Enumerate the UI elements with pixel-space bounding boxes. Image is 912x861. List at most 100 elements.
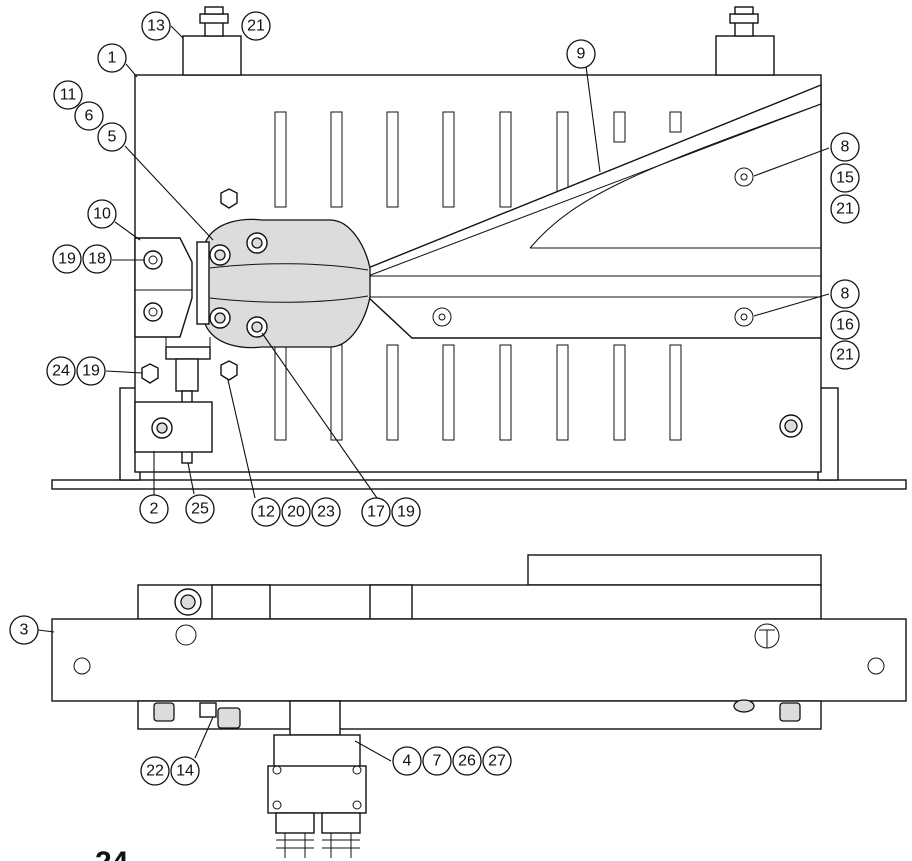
mounting-rail	[51, 618, 907, 702]
waveguide-clamp	[196, 218, 371, 370]
horn-antenna	[367, 83, 822, 339]
clamp-screw-icon	[209, 244, 231, 266]
callout-24: 24	[46, 356, 76, 386]
callout-1: 1	[97, 43, 127, 73]
clamp-screw-icon	[246, 316, 268, 338]
callout-14: 14	[170, 756, 200, 786]
svg-text:3: 3	[20, 622, 29, 639]
svg-text:23: 23	[317, 504, 335, 521]
nut-icon	[779, 414, 803, 438]
top-view	[51, 6, 907, 490]
svg-text:10: 10	[93, 206, 111, 223]
callout-25: 25	[185, 494, 215, 524]
top-connector-left	[182, 6, 242, 76]
svg-text:19: 19	[82, 363, 100, 380]
svg-text:19: 19	[397, 504, 415, 521]
svg-text:12: 12	[257, 504, 275, 521]
callout-8-upper: 8	[830, 132, 860, 162]
leader-lines	[37, 25, 830, 762]
mounting-hole	[175, 624, 197, 646]
clamp-screw-icon	[209, 307, 231, 329]
side-block	[134, 237, 193, 338]
side-nut-icon	[174, 588, 202, 616]
svg-text:1: 1	[108, 50, 117, 67]
callout-21-upper-right: 21	[830, 194, 860, 224]
callout-17: 17	[361, 497, 391, 527]
callout-12: 12	[251, 497, 281, 527]
svg-text:2: 2	[150, 501, 159, 518]
callout-10: 10	[87, 199, 117, 229]
callout-20: 20	[281, 497, 311, 527]
svg-text:14: 14	[176, 763, 194, 780]
callout-21-top: 21	[241, 11, 271, 41]
callout-19-left: 19	[52, 244, 82, 274]
callout-2: 2	[139, 494, 169, 524]
callout-21-lower-right: 21	[830, 340, 860, 370]
hex-nut-icon	[141, 363, 159, 384]
svg-text:25: 25	[191, 501, 209, 518]
svg-text:22: 22	[146, 763, 164, 780]
callout-4: 4	[392, 746, 422, 776]
svg-text:9: 9	[577, 46, 586, 63]
top-connector-right	[715, 6, 775, 76]
svg-text:13: 13	[147, 18, 165, 35]
callout-19-right: 19	[391, 497, 421, 527]
callout-19-mid: 19	[76, 356, 106, 386]
base-plate	[51, 479, 907, 490]
svg-text:16: 16	[836, 317, 854, 334]
svg-text:11: 11	[60, 87, 77, 104]
callout-8-lower: 8	[830, 279, 860, 309]
callout-16: 16	[830, 310, 860, 340]
svg-text:8: 8	[841, 286, 850, 303]
callout-18: 18	[82, 244, 112, 274]
svg-text:8: 8	[841, 139, 850, 156]
svg-text:19: 19	[58, 251, 76, 268]
callouts: 13 21 1 11 6 5 9 8 15 21 10 19 18 8 16 2…	[9, 11, 860, 786]
bottom-nut-icon	[733, 699, 755, 713]
lower-clamp-block	[134, 401, 213, 453]
bottom-connector	[267, 700, 367, 858]
svg-text:21: 21	[836, 201, 854, 218]
bottom-view: 24	[51, 554, 907, 861]
svg-text:26: 26	[458, 753, 476, 770]
callout-9: 9	[566, 39, 596, 69]
callout-11: 11	[53, 80, 83, 110]
hex-nut-icon	[220, 360, 238, 381]
svg-text:17: 17	[367, 504, 385, 521]
hex-nut-icon	[220, 188, 238, 209]
callout-5: 5	[97, 122, 127, 152]
svg-text:21: 21	[836, 347, 854, 364]
callout-13: 13	[141, 11, 171, 41]
svg-text:4: 4	[403, 753, 412, 770]
bottom-nut-icon	[217, 707, 241, 729]
svg-text:27: 27	[488, 753, 506, 770]
svg-text:20: 20	[287, 504, 305, 521]
callout-26: 26	[452, 746, 482, 776]
cropped-label: 24	[95, 846, 129, 861]
callout-3: 3	[9, 615, 39, 645]
callout-15: 15	[830, 163, 860, 193]
bottom-nut-icon	[153, 702, 175, 722]
callout-27: 27	[482, 746, 512, 776]
mounting-hole	[867, 657, 885, 675]
mounting-hole	[73, 657, 91, 675]
svg-text:5: 5	[108, 129, 117, 146]
svg-text:7: 7	[433, 753, 442, 770]
svg-text:15: 15	[836, 170, 854, 187]
svg-text:18: 18	[88, 251, 106, 268]
hex-socket-icon	[734, 167, 754, 187]
callout-6: 6	[74, 101, 104, 131]
svg-text:21: 21	[247, 18, 265, 35]
callout-7: 7	[422, 746, 452, 776]
hex-socket-icon	[432, 307, 452, 327]
callout-23: 23	[311, 497, 341, 527]
clamp-screw-icon	[246, 232, 268, 254]
svg-text:24: 24	[52, 363, 70, 380]
tee-mark-icon	[754, 623, 780, 649]
upper-housing	[527, 554, 822, 586]
svg-text:6: 6	[85, 108, 94, 125]
callout-22: 22	[140, 756, 170, 786]
bottom-nut-icon	[779, 702, 801, 722]
hex-socket-icon	[734, 307, 754, 327]
